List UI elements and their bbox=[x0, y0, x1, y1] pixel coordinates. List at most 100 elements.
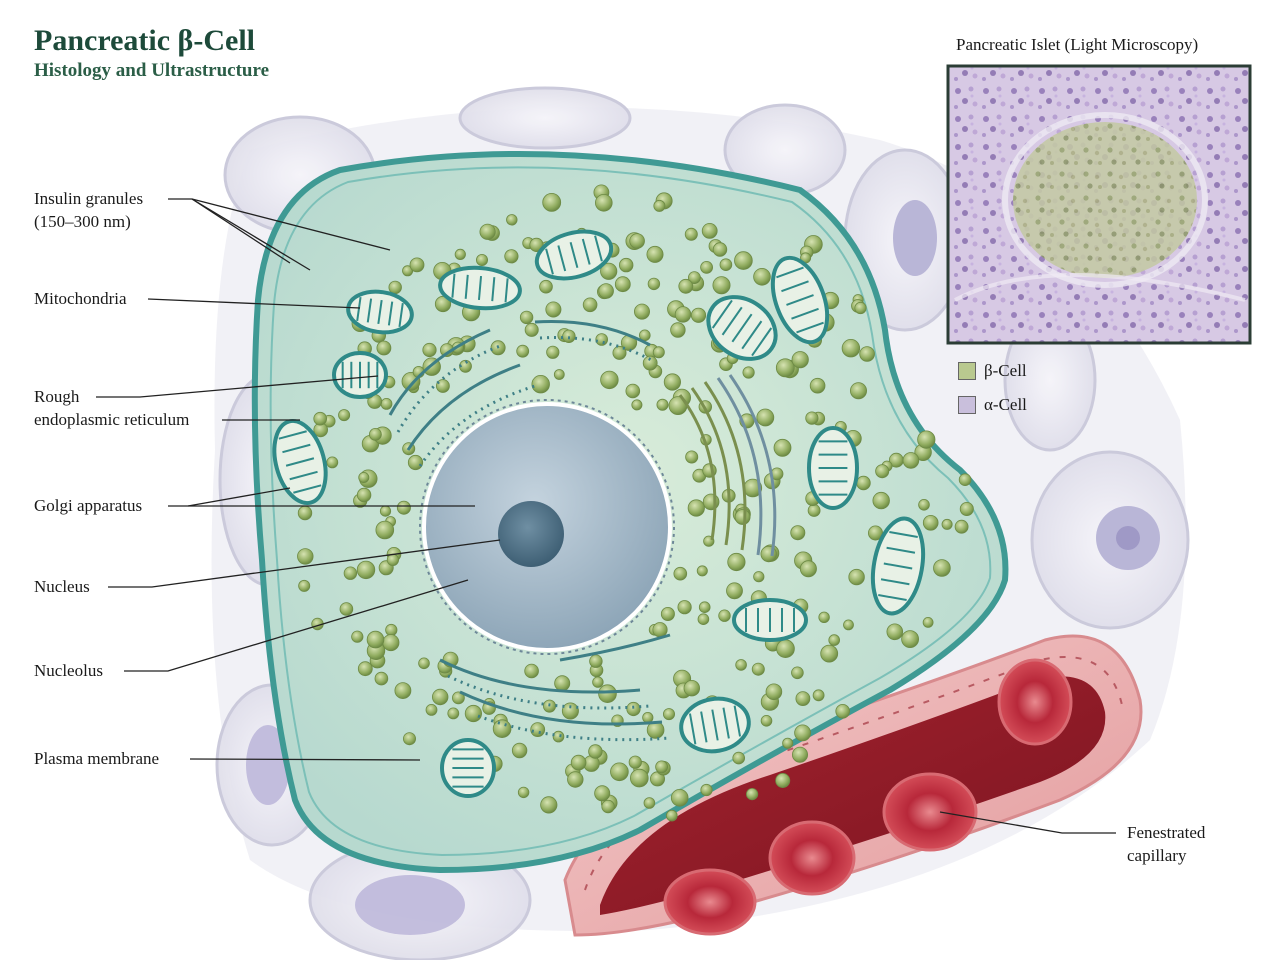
mitochondrion bbox=[870, 516, 926, 616]
insulin-granule bbox=[629, 768, 649, 788]
insulin-granule bbox=[418, 657, 430, 670]
insulin-granule bbox=[712, 276, 731, 295]
fenestrated-capillary bbox=[563, 634, 1143, 937]
insulin-granule bbox=[841, 339, 861, 358]
insulin-granule bbox=[298, 579, 311, 592]
insulin-granule bbox=[663, 373, 682, 391]
insulin-granule bbox=[517, 786, 530, 799]
insulin-granule bbox=[652, 346, 665, 359]
insulin-granule bbox=[782, 737, 794, 749]
insulin-granule bbox=[727, 552, 746, 572]
insulin-granule bbox=[719, 258, 733, 272]
insulin-granule bbox=[402, 732, 416, 746]
insulin-granule bbox=[886, 623, 904, 641]
insulin-granule bbox=[799, 560, 817, 578]
insulin-granule bbox=[588, 744, 603, 759]
label-nucleolus: Nucleolus bbox=[34, 661, 103, 680]
insulin-granule bbox=[504, 249, 519, 264]
insulin-granule bbox=[670, 322, 686, 338]
insulin-granule bbox=[850, 382, 868, 400]
insulin-granule bbox=[773, 438, 792, 457]
insulin-granule bbox=[807, 504, 821, 517]
legend-beta-cell: β-Cell bbox=[958, 361, 1027, 381]
insulin-granule bbox=[506, 214, 518, 226]
insulin-granule bbox=[529, 237, 544, 252]
insulin-granule bbox=[356, 487, 372, 503]
insulin-granule bbox=[447, 707, 460, 720]
insulin-granule bbox=[812, 689, 825, 702]
insulin-granule bbox=[545, 301, 562, 318]
legend-label-alpha: α-Cell bbox=[984, 395, 1027, 414]
insulin-granule bbox=[385, 623, 398, 637]
insulin-granule bbox=[684, 227, 698, 241]
insulin-granule bbox=[875, 464, 890, 479]
insulin-granule bbox=[696, 565, 708, 577]
insulin-granule bbox=[422, 342, 437, 358]
insulin-granule bbox=[734, 251, 753, 270]
legend-alpha-cell: α-Cell bbox=[958, 395, 1027, 415]
insulin-granule bbox=[634, 303, 651, 320]
insulin-granule bbox=[872, 491, 890, 510]
mitochondrion bbox=[272, 418, 328, 506]
insulin-granule bbox=[530, 722, 546, 737]
label-insulin-granules-size: (150–300 nm) bbox=[34, 212, 131, 231]
insulin-granule bbox=[753, 571, 765, 583]
insulin-granule bbox=[697, 613, 710, 625]
insulin-granule bbox=[554, 675, 571, 692]
insulin-granule bbox=[492, 719, 512, 738]
insulin-granule bbox=[854, 301, 867, 315]
insulin-granule bbox=[775, 773, 791, 789]
insulin-granule bbox=[366, 630, 385, 649]
insulin-granule bbox=[376, 340, 392, 356]
label-rough-er-line2: endoplasmic reticulum bbox=[34, 410, 190, 429]
insulin-granule bbox=[382, 634, 400, 652]
insulin-granule bbox=[600, 370, 619, 390]
insulin-granule bbox=[388, 280, 402, 295]
insulin-granule bbox=[901, 630, 919, 648]
insulin-granule bbox=[589, 654, 603, 668]
insulin-granule bbox=[561, 702, 579, 720]
insulin-granule bbox=[375, 520, 395, 540]
insulin-granule bbox=[396, 500, 411, 515]
label-rough-er-line1: Rough bbox=[34, 387, 80, 406]
red-blood-cell bbox=[663, 868, 757, 936]
insulin-granule bbox=[459, 359, 472, 373]
insulin-granule bbox=[297, 548, 314, 565]
insulin-granule bbox=[562, 329, 576, 344]
insulin-granule bbox=[516, 344, 530, 358]
insulin-granule bbox=[673, 566, 688, 581]
insulin-granule bbox=[902, 452, 920, 469]
insulin-granule bbox=[356, 560, 376, 580]
insulin-granule bbox=[820, 644, 839, 663]
insulin-granule bbox=[790, 525, 806, 541]
insulin-granule bbox=[670, 788, 689, 807]
insulin-granule bbox=[598, 283, 614, 299]
page-title: Pancreatic β-Cell bbox=[34, 24, 256, 57]
insulin-granule bbox=[595, 333, 608, 346]
insulin-granule bbox=[818, 611, 830, 624]
mitochondria bbox=[272, 229, 926, 798]
insulin-granule bbox=[600, 262, 618, 280]
insulin-granule bbox=[918, 498, 930, 511]
insulin-granule bbox=[688, 271, 701, 285]
insulin-granule bbox=[760, 714, 773, 727]
insulin-granule bbox=[326, 456, 339, 469]
insulin-granule bbox=[351, 630, 364, 643]
insulin-granule bbox=[685, 450, 699, 464]
insulin-granule bbox=[828, 634, 840, 646]
insulin-granule bbox=[598, 684, 617, 703]
insulin-granule bbox=[765, 683, 783, 701]
insulin-granule bbox=[958, 473, 972, 487]
insulin-granule bbox=[922, 617, 934, 628]
insulin-granule bbox=[386, 553, 399, 567]
insulin-granule bbox=[642, 355, 658, 371]
insulin-granule bbox=[614, 276, 631, 293]
insulin-granule bbox=[519, 310, 534, 325]
insulin-granule bbox=[677, 600, 692, 615]
golgi-apparatus bbox=[678, 374, 777, 557]
insulin-granule bbox=[524, 322, 539, 337]
insulin-granule bbox=[357, 661, 373, 677]
insulin-granule bbox=[531, 375, 550, 394]
label-mitochondria: Mitochondria bbox=[34, 289, 127, 308]
